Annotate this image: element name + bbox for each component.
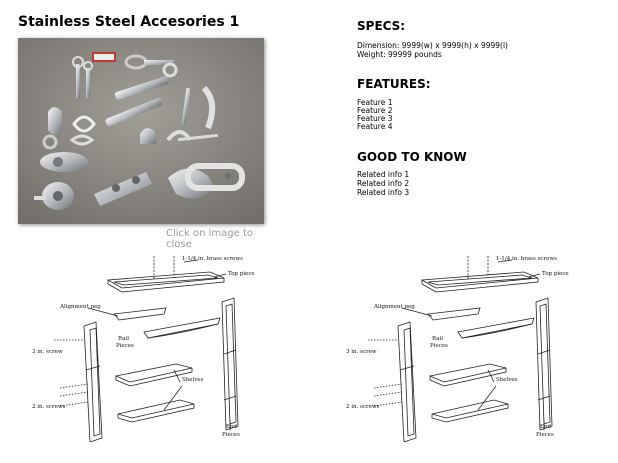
product-photo[interactable] — [18, 38, 264, 224]
label-two-in-screws: 2 in. screws — [346, 404, 380, 410]
label-brass-screws: 1-1/4 in. brass screws — [496, 256, 557, 262]
label-three-in-screw: 3 in. screw — [346, 349, 377, 355]
feature-item: Feature 1 — [357, 98, 393, 107]
feature-item: Feature 4 — [357, 122, 393, 131]
label-alignment-peg: Alignment peg — [59, 304, 101, 310]
features-heading: FEATURES: — [357, 77, 431, 91]
specs-heading: SPECS: — [357, 19, 406, 33]
label-brass-screws: 1-1/4 in. brass screws — [182, 256, 243, 262]
spec-dimension: Dimension: 9999(w) x 9999(h) x 9999(l) — [357, 41, 508, 50]
label-rail: Rail — [118, 336, 129, 342]
label-alignment-peg: Alignment peg — [373, 304, 415, 310]
label-rail: Rail — [432, 336, 443, 342]
label-shelves: Shelves — [182, 377, 204, 383]
related-info-item: Related info 3 — [357, 188, 410, 197]
label-top-piece: Top piece — [228, 271, 255, 277]
label-end: End — [540, 424, 552, 430]
label-two-in-screws: 2 in. screws — [32, 404, 66, 410]
label-pieces: Pieces — [430, 343, 448, 349]
hardware-photo-illustration — [18, 38, 264, 224]
label-pieces: Pieces — [116, 343, 134, 349]
feature-item: Feature 2 — [357, 106, 393, 115]
label-end: End — [226, 424, 238, 430]
spec-weight: Weight: 99999 pounds — [357, 50, 442, 59]
page-title: Stainless Steel Accesories 1 — [18, 14, 240, 30]
image-caption: Click on image to close — [166, 228, 254, 250]
feature-item: Feature 3 — [357, 114, 393, 123]
top-piece-shape — [420, 271, 539, 293]
assembly-diagram-right: 1-1/4 in. brass screws Top piece Alignme… — [338, 250, 588, 443]
label-three-in-screw: 3 in. screw — [32, 349, 63, 355]
label-end-pieces: Pieces — [222, 432, 240, 438]
label-shelves: Shelves — [496, 377, 518, 383]
label-end-pieces: Pieces — [536, 432, 554, 438]
label-top-piece: Top piece — [542, 271, 569, 277]
good-to-know-heading: GOOD TO KNOW — [357, 150, 467, 164]
top-piece-shape — [106, 271, 225, 293]
related-info-item: Related info 2 — [357, 179, 410, 188]
assembly-diagram-left: 1-1/4 in. brass screws Top piece Alignme… — [24, 250, 274, 443]
related-info-item: Related info 1 — [357, 170, 410, 179]
